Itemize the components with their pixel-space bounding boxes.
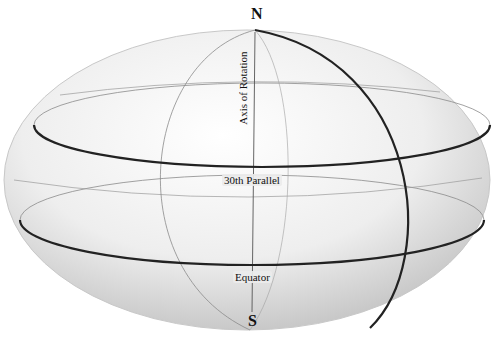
pole-label: N — [251, 5, 263, 23]
pole-label: S — [248, 312, 257, 330]
parallel-label: 30th Parallel — [222, 174, 282, 186]
equator-label: Equator — [233, 271, 272, 283]
axis-label: Axis of Rotation — [237, 51, 249, 124]
